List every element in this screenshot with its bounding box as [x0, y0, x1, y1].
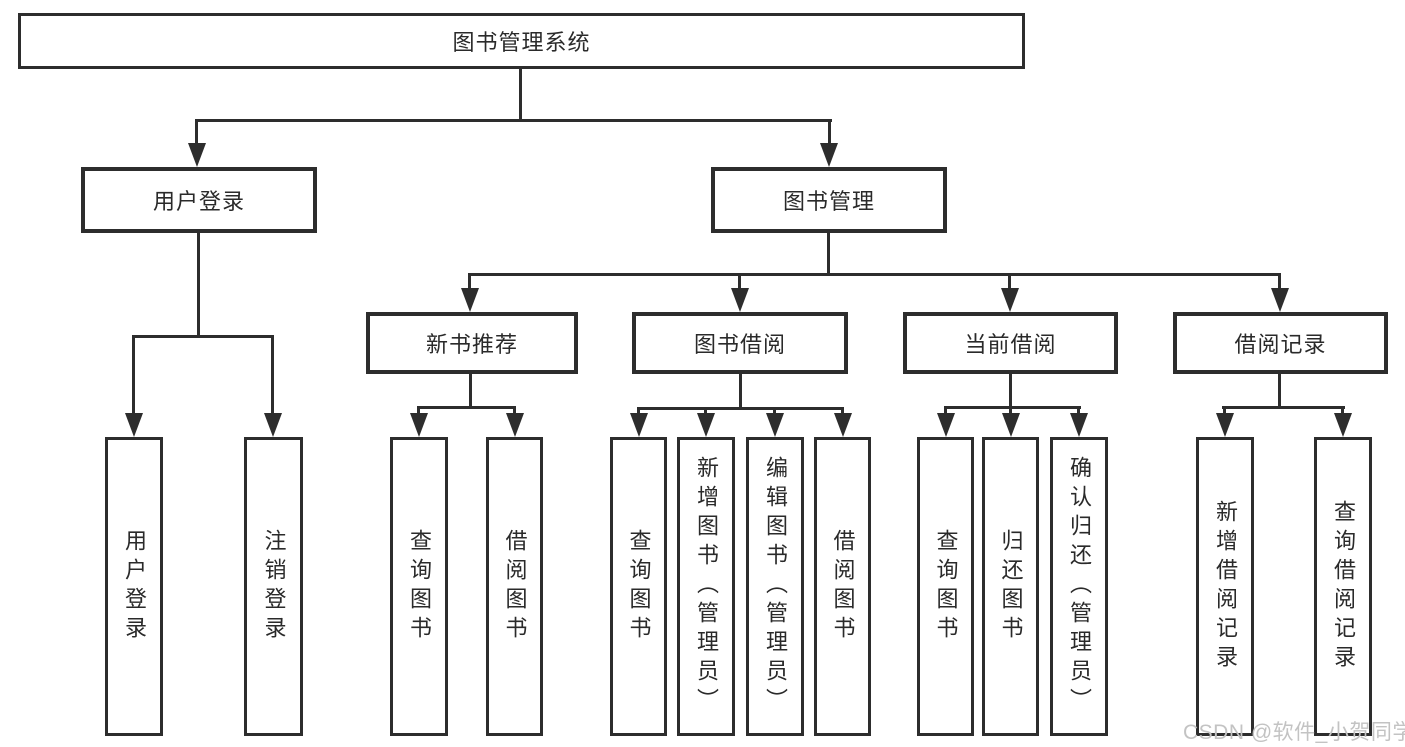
leaf-current-confirm-return-admin-label: 确认归还（管理员） — [1067, 456, 1092, 717]
leaf-borrow-query-books-label: 查询图书 — [626, 528, 652, 645]
connector-drop-leaf-login — [132, 335, 135, 417]
leaf-current-return-books-label: 归还图书 — [998, 528, 1024, 645]
arrowhead-bb-borrow — [834, 413, 852, 437]
arrowhead-borrow — [731, 288, 749, 312]
connector-drop-leaf-logout — [271, 335, 274, 417]
connector-drop-user-login — [195, 119, 198, 147]
arrowhead-br-query — [1334, 413, 1352, 437]
arrowhead-cb-confirm — [1070, 413, 1088, 437]
leaf-current-return-books: 归还图书 — [982, 437, 1039, 736]
leaf-borrow-borrow-books: 借阅图书 — [814, 437, 871, 736]
leaf-borrow-edit-books-admin: 编辑图书（管理员） — [746, 437, 804, 736]
connector-drop-bb-query — [637, 407, 640, 415]
leaf-records-add-record: 新增借阅记录 — [1196, 437, 1254, 736]
leaf-records-query-record-label: 查询借阅记录 — [1331, 499, 1356, 674]
leaf-borrow-add-books-admin: 新增图书（管理员） — [677, 437, 735, 736]
leaf-user-login-label: 用户登录 — [122, 528, 147, 645]
leaf-user-login: 用户登录 — [105, 437, 163, 736]
connector-root-stem — [519, 68, 522, 122]
connector-current-rail — [944, 406, 1081, 409]
arrowhead-user-login — [188, 143, 206, 167]
arrowhead-br-add — [1216, 413, 1234, 437]
csdn-watermark: CSDN @软件_小贺同学 — [1183, 721, 1405, 744]
leaf-logout: 注销登录 — [244, 437, 303, 736]
arrowhead-recommend — [461, 288, 479, 312]
leaf-borrow-add-books-admin-label: 新增图书（管理员） — [694, 456, 719, 717]
connector-records-rail — [1222, 406, 1345, 409]
leaf-logout-label: 注销登录 — [261, 528, 287, 645]
node-new-book-recommend-label: 新书推荐 — [425, 332, 518, 357]
node-book-management-label: 图书管理 — [782, 189, 875, 214]
leaf-borrow-edit-books-admin-label: 编辑图书（管理员） — [763, 456, 788, 717]
node-new-book-recommend: 新书推荐 — [366, 312, 578, 374]
connector-drop-cb-confirm — [1077, 406, 1080, 415]
connector-drop-borrow — [738, 273, 741, 292]
node-book-management: 图书管理 — [711, 167, 947, 233]
node-current-borrow: 当前借阅 — [903, 312, 1118, 374]
connector-drop-cb-return — [1009, 406, 1012, 415]
arrowhead-bb-query — [630, 413, 648, 437]
arrowhead-bb-add — [697, 413, 715, 437]
leaf-borrow-borrow-books-label: 借阅图书 — [830, 528, 856, 645]
connector-drop-rec-query — [417, 406, 420, 415]
leaf-recommend-borrow-books: 借阅图书 — [486, 437, 543, 736]
arrowhead-bb-edit — [766, 413, 784, 437]
arrowhead-rec-borrow — [506, 413, 524, 437]
leaf-current-query-books-label: 查询图书 — [933, 528, 959, 645]
connector-drop-records — [1278, 273, 1281, 292]
connector-current-stem — [1009, 374, 1012, 409]
leaf-records-query-record: 查询借阅记录 — [1314, 437, 1372, 736]
connector-drop-book-management — [828, 119, 831, 147]
connector-drop-bb-edit — [773, 407, 776, 415]
leaf-records-add-record-label: 新增借阅记录 — [1213, 499, 1238, 674]
node-borrow-records: 借阅记录 — [1173, 312, 1388, 374]
leaf-current-query-books: 查询图书 — [917, 437, 974, 736]
leaf-recommend-borrow-books-label: 借阅图书 — [502, 528, 528, 645]
arrowhead-rec-query — [410, 413, 428, 437]
leaf-recommend-query-books: 查询图书 — [390, 437, 448, 736]
node-root: 图书管理系统 — [18, 13, 1025, 69]
arrowhead-leaf-login — [125, 413, 143, 437]
connector-borrow-rail — [637, 407, 844, 410]
connector-drop-current — [1008, 273, 1011, 292]
node-user-login: 用户登录 — [81, 167, 317, 233]
leaf-current-confirm-return-admin: 确认归还（管理员） — [1050, 437, 1108, 736]
node-root-label: 图书管理系统 — [452, 30, 591, 55]
connector-borrow-stem — [739, 374, 742, 410]
node-book-borrow-label: 图书借阅 — [693, 332, 786, 357]
connector-drop-br-query — [1341, 406, 1344, 415]
node-user-login-label: 用户登录 — [152, 189, 245, 214]
arrowhead-records — [1271, 288, 1289, 312]
arrowhead-leaf-logout — [264, 413, 282, 437]
node-book-borrow: 图书借阅 — [632, 312, 848, 374]
arrowhead-cb-query — [937, 413, 955, 437]
connector-recommend-stem — [469, 374, 472, 409]
connector-drop-br-add — [1223, 406, 1226, 415]
connector-drop-recommend — [468, 273, 471, 292]
connector-user-login-stem — [197, 233, 200, 338]
node-current-borrow-label: 当前借阅 — [964, 332, 1057, 357]
arrowhead-cb-return — [1002, 413, 1020, 437]
connector-drop-rec-borrow — [513, 406, 516, 415]
leaf-borrow-query-books: 查询图书 — [610, 437, 667, 736]
leaf-recommend-query-books-label: 查询图书 — [407, 528, 432, 645]
connector-book-management-stem — [827, 233, 830, 276]
arrowhead-current — [1001, 288, 1019, 312]
connector-drop-bb-borrow — [841, 407, 844, 415]
connector-user-login-rail — [132, 335, 274, 338]
connector-book-management-rail — [468, 273, 1281, 276]
node-borrow-records-label: 借阅记录 — [1234, 332, 1327, 357]
connector-drop-cb-query — [944, 406, 947, 415]
arrowhead-book-management — [820, 143, 838, 167]
connector-root-rail — [196, 119, 832, 122]
connector-records-stem — [1278, 374, 1281, 409]
connector-recommend-rail — [417, 406, 516, 409]
connector-drop-bb-add — [704, 407, 707, 415]
